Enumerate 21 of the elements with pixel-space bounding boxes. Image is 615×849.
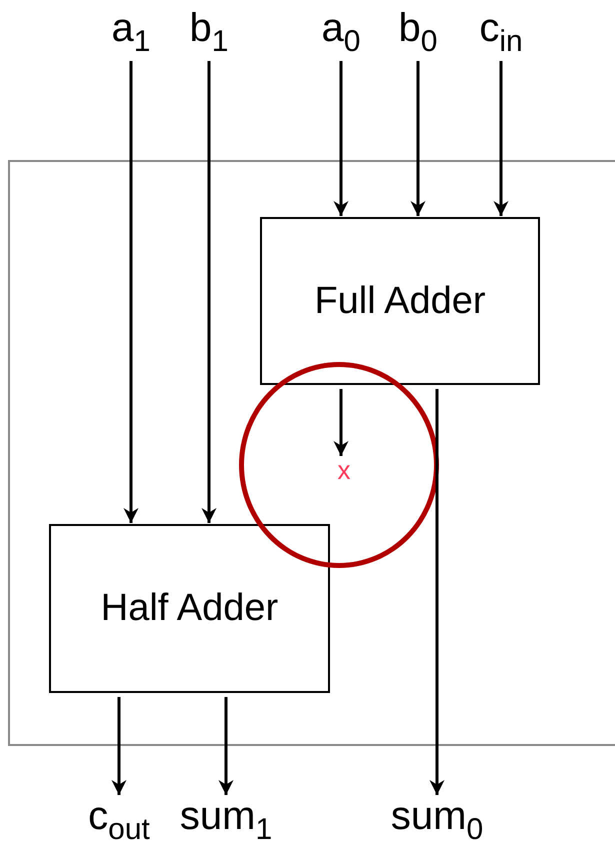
arrow xyxy=(410,61,426,216)
arrow xyxy=(124,61,138,523)
cross-mark-label: x xyxy=(338,457,350,483)
signal-label: b$_{0}$ xyxy=(398,8,438,57)
signal-label: a$_{0}$ xyxy=(322,8,360,57)
arrow xyxy=(430,389,444,795)
signal-label: c$_{out}$ xyxy=(88,796,150,845)
signal-label: sum$_{1}$ xyxy=(180,796,272,845)
arrow xyxy=(494,61,508,216)
signal-label: a$_{1}$ xyxy=(112,8,150,57)
adder-block: Half Adder xyxy=(49,524,330,693)
arrow xyxy=(334,61,348,216)
signal-label: c$_{in}$ xyxy=(479,8,523,57)
adder-block: Full Adder xyxy=(260,217,540,385)
arrow xyxy=(334,389,348,456)
arrow xyxy=(218,697,234,795)
arrow xyxy=(202,61,216,523)
signal-label: b$_{1}$ xyxy=(190,8,228,57)
outer-frame xyxy=(8,160,615,746)
arrow xyxy=(112,697,126,795)
signal-label: sum$_{0}$ xyxy=(390,796,484,845)
